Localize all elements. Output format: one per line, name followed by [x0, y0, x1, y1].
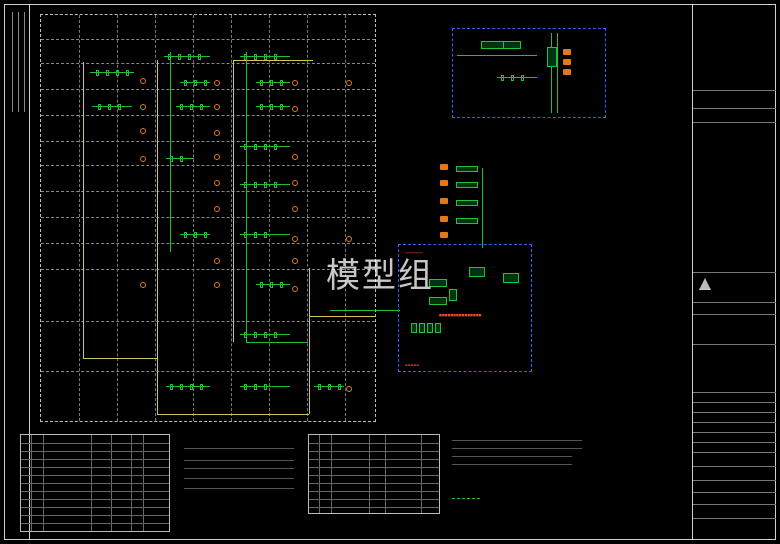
- control-room-panel: ━━━━━━━━━━ ■■■■■■■■■■■■■■■ ▬▬▬▬▬: [398, 244, 532, 372]
- left-revision-strip: [4, 4, 30, 540]
- legend-table-left: [20, 434, 170, 532]
- legend-table-right: [308, 434, 440, 514]
- riser-diagram: [40, 14, 376, 422]
- network-inset: [452, 28, 606, 118]
- watermark: 模型组: [326, 256, 434, 296]
- title-block: [692, 4, 776, 540]
- company-logo-icon: [699, 278, 711, 290]
